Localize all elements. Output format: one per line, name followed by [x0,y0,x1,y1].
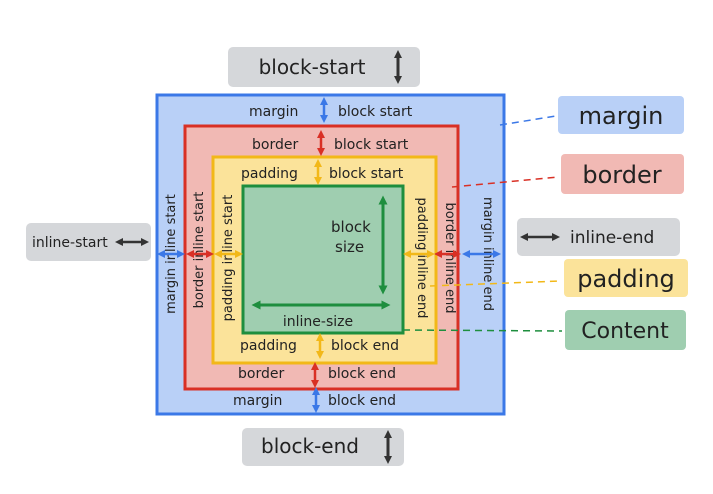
margin-block-start-suffix: block start [338,104,413,120]
content-inline-size-text: inline-size [283,314,353,330]
legend-border: border [451,154,684,194]
border-block-end-text: border [238,366,284,382]
padding-block-start-label: padding block start [241,159,404,185]
border-block-start-suffix: block start [334,137,409,153]
margin-block-end-suffix: block end [328,393,396,409]
outside-block-end-label: block-end [242,428,404,466]
legend-content: Content [402,310,686,350]
border-inline-end-text: border inline end [442,203,457,314]
outside-inline-start-label: inline-start [26,223,151,261]
margin-block-end-label: margin block end [233,387,396,413]
padding-block-start-text: padding [241,166,298,182]
margin-inline-start-label: margin inline start [157,194,185,314]
legend-margin: margin [499,96,684,134]
border-block-end-suffix: block end [328,366,396,382]
outside-block-end-text: block-end [261,434,359,458]
outside-block-start-text: block-start [259,55,366,79]
legend-margin-text: margin [579,102,664,130]
outside-inline-end-label: inline-end [517,218,680,256]
padding-block-end-suffix: block end [331,338,399,354]
padding-block-end-label: padding block end [240,333,399,359]
margin-block-start-text: margin [249,104,298,120]
border-inline-start-label: border inline start [186,192,214,309]
border-block-start-text: border [252,137,298,153]
outside-inline-end-text: inline-end [570,228,654,248]
margin-block-start-label: margin block start [249,97,413,123]
border-block-start-label: border block start [252,130,409,156]
padding-inline-end-label: padding inline end [403,198,435,319]
padding-inline-start-text: padding inline start [221,195,236,322]
content-inline-size-label: inline-size [251,300,391,330]
padding-inline-start-label: padding inline start [214,195,243,322]
legend-content-text: Content [581,319,669,344]
border-inline-start-text: border inline start [192,192,207,309]
border-block-end-label: border block end [238,362,396,388]
border-inline-end-label: border inline end [434,203,461,314]
padding-block-start-suffix: block start [329,166,404,182]
content-box [241,184,405,335]
outside-block-start-label: block-start [228,47,420,87]
margin-block-end-text: margin [233,393,282,409]
outside-inline-start-text: inline-start [32,235,108,251]
legend-padding-text: padding [577,265,675,293]
padding-inline-end-text: padding inline end [414,198,429,319]
legend-padding: padding [429,259,688,297]
margin-inline-end-label: margin inline end [462,197,501,311]
legend-border-text: border [582,161,661,189]
padding-block-end-text: padding [240,338,297,354]
